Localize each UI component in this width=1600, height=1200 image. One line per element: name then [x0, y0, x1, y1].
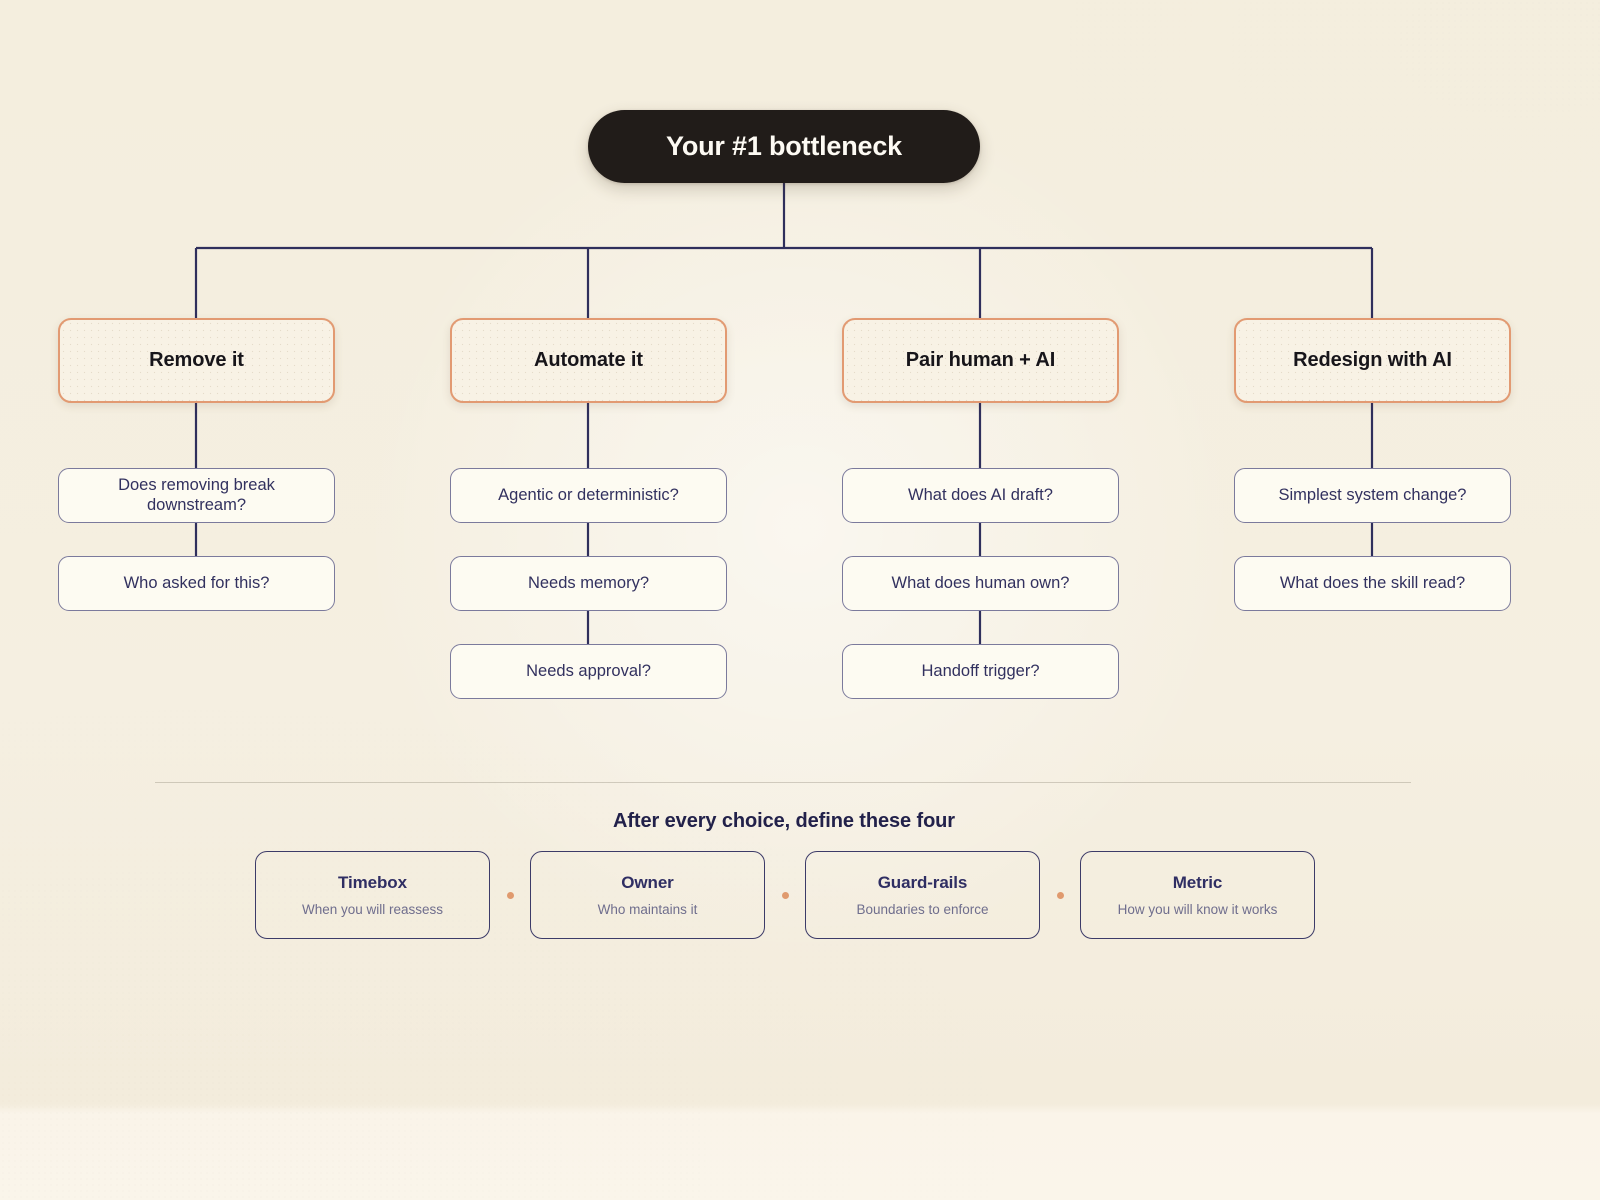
- sub-card-label: Simplest system change?: [1278, 485, 1467, 504]
- sub-card-label: Agentic or deterministic?: [498, 485, 679, 504]
- footer-card-metric[interactable]: Metric How you will know it works: [1080, 851, 1315, 939]
- sub-card-label: Needs memory?: [527, 573, 650, 592]
- branch-card-redesign-with-ai[interactable]: Redesign with AI: [1234, 318, 1511, 403]
- branch-card-automate-it[interactable]: Automate it: [450, 318, 727, 403]
- separator-dot-icon: [781, 891, 789, 899]
- footer-card-title: Owner: [621, 873, 674, 892]
- sub-card-label: What does human own?: [891, 573, 1070, 592]
- sub-card-label: What does the skill read?: [1279, 573, 1466, 592]
- sub-card-label: Needs approval?: [526, 661, 651, 680]
- footer-card-title: Timebox: [338, 873, 407, 892]
- sub-card[interactable]: What does human own?: [842, 556, 1119, 611]
- sub-card[interactable]: Does removing break downstream?: [58, 468, 335, 523]
- footer-card-timebox[interactable]: Timebox When you will reassess: [255, 851, 490, 939]
- footer-card-owner[interactable]: Owner Who maintains it: [530, 851, 765, 939]
- sub-card[interactable]: Agentic or deterministic?: [450, 468, 727, 523]
- sub-card-label: Who asked for this?: [123, 573, 270, 592]
- sub-card[interactable]: What does AI draft?: [842, 468, 1119, 523]
- branch-label: Redesign with AI: [1293, 349, 1452, 371]
- branch-card-pair-human-ai[interactable]: Pair human + AI: [842, 318, 1119, 403]
- branch-label: Pair human + AI: [905, 349, 1056, 371]
- branch-label: Remove it: [149, 349, 244, 371]
- sub-card[interactable]: Needs approval?: [450, 644, 727, 699]
- section-divider: [155, 782, 1411, 783]
- root-node[interactable]: Your #1 bottleneck: [588, 110, 980, 183]
- footer-card-subtitle: How you will know it works: [1117, 902, 1278, 917]
- footer-card-subtitle: When you will reassess: [301, 902, 444, 917]
- footer-card-title: Metric: [1172, 873, 1223, 892]
- footer-card-guard-rails[interactable]: Guard-rails Boundaries to enforce: [805, 851, 1040, 939]
- footer-heading: After every choice, define these four: [613, 810, 955, 832]
- sub-card[interactable]: Who asked for this?: [58, 556, 335, 611]
- separator-dot-icon: [506, 891, 514, 899]
- sub-card[interactable]: What does the skill read?: [1234, 556, 1511, 611]
- footer-card-title: Guard-rails: [877, 873, 968, 892]
- branch-label: Automate it: [534, 349, 643, 371]
- sub-card-label: Does removing break downstream?: [118, 475, 275, 514]
- root-node-label: Your #1 bottleneck: [666, 131, 902, 161]
- footer-card-subtitle: Boundaries to enforce: [856, 902, 989, 917]
- sub-card-label: What does AI draft?: [908, 485, 1053, 504]
- sub-card[interactable]: Needs memory?: [450, 556, 727, 611]
- footer-card-subtitle: Who maintains it: [597, 902, 698, 917]
- sub-card[interactable]: Simplest system change?: [1234, 468, 1511, 523]
- separator-dot-icon: [1056, 891, 1064, 899]
- sub-card[interactable]: Handoff trigger?: [842, 644, 1119, 699]
- footer-card-row: Timebox When you will reassess Owner Who…: [255, 850, 1315, 940]
- branch-card-remove-it[interactable]: Remove it: [58, 318, 335, 403]
- sub-card-label: Handoff trigger?: [921, 661, 1040, 680]
